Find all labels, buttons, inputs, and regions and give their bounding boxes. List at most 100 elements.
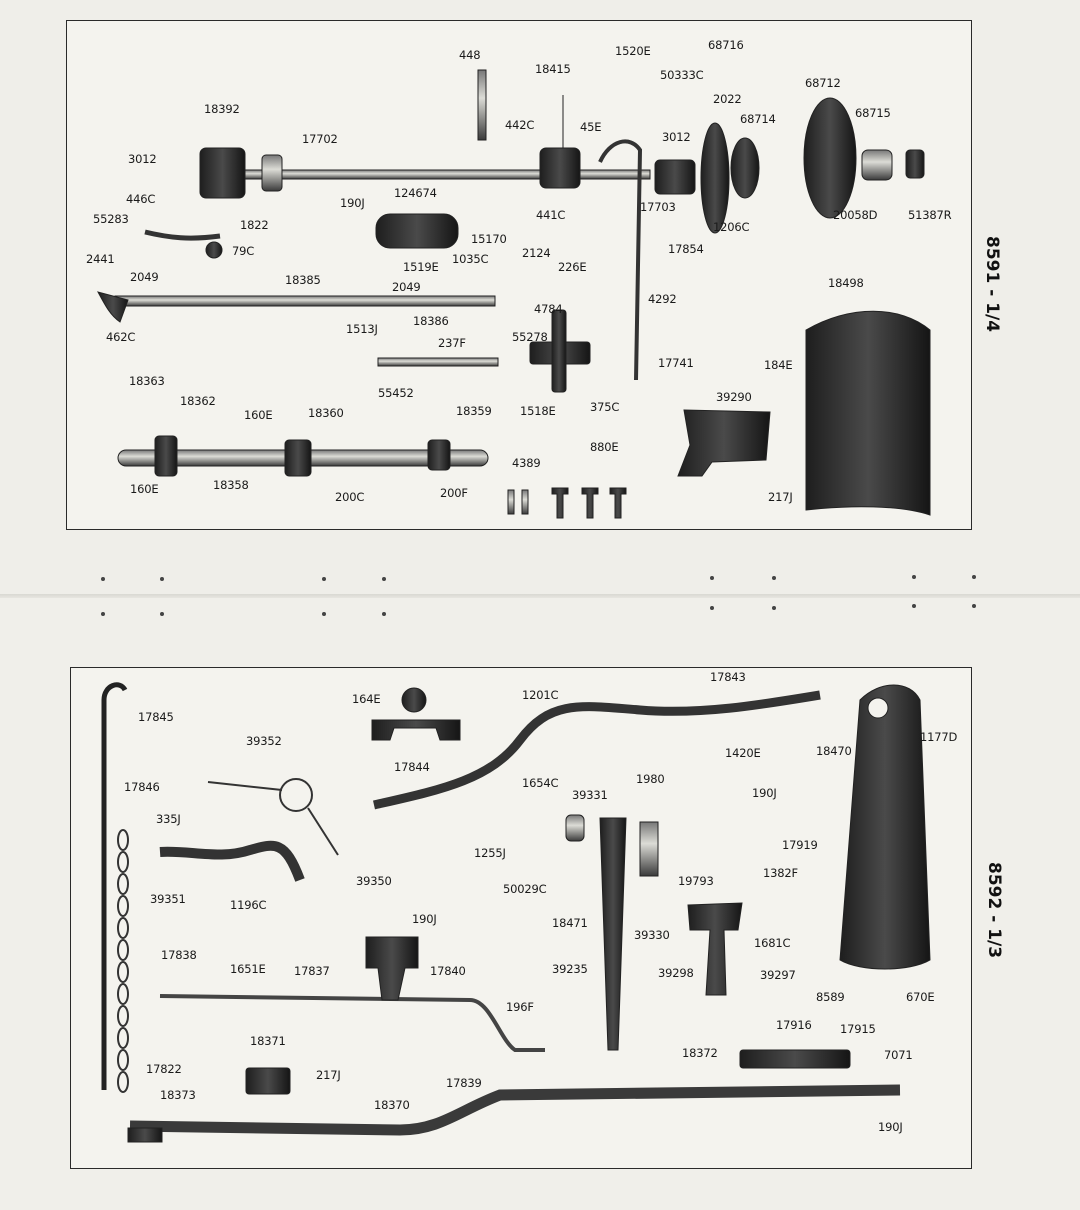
part-label: 17741: [658, 356, 694, 370]
part-label: 200F: [440, 486, 468, 500]
part-label: 68715: [855, 106, 891, 120]
part-label: 68716: [708, 38, 744, 52]
part-label: 160E: [130, 482, 159, 496]
part-label: 200C: [335, 490, 365, 504]
part-label: 39235: [552, 962, 588, 976]
part-label: 18385: [285, 273, 321, 287]
pulley-20058D: [803, 97, 857, 219]
part-label: 19793: [678, 874, 714, 888]
cover-124674: [375, 213, 459, 249]
part-label: 1520E: [615, 44, 651, 58]
part-label: 18358: [213, 478, 249, 492]
part-label: 462C: [106, 330, 136, 344]
part-label: 1255J: [474, 846, 506, 860]
part-label: 1382F: [763, 866, 798, 880]
part-label: 1201C: [522, 688, 559, 702]
part-label: 39350: [356, 874, 392, 888]
part-label: 17703: [640, 200, 676, 214]
punch-hole: [912, 575, 916, 579]
part-label: 39297: [760, 968, 796, 982]
part-label: 1654C: [522, 776, 559, 790]
part-label: 17702: [302, 132, 338, 146]
part-label: 335J: [156, 812, 181, 826]
part-label: 2022: [713, 92, 742, 106]
part-label: 20058D: [833, 208, 878, 222]
part-label: 217J: [768, 490, 793, 504]
pulley-1206C: [700, 122, 730, 234]
part-label: 17822: [146, 1062, 182, 1076]
part-label: 55283: [93, 212, 129, 226]
punch-hole: [912, 604, 916, 608]
part-label: 18471: [552, 916, 588, 930]
punch-hole: [160, 612, 164, 616]
part-label: 1822: [240, 218, 269, 232]
part-label: 18372: [682, 1046, 718, 1060]
part-label: 1651E: [230, 962, 266, 976]
part-label: 1035C: [452, 252, 489, 266]
bushing-68715: [861, 149, 893, 181]
part-label: 160E: [244, 408, 273, 422]
part-label: 190J: [340, 196, 365, 210]
part-label: 68712: [805, 76, 841, 90]
part-label: 4784: [534, 302, 563, 316]
part-label: 17843: [710, 670, 746, 684]
spring-39352: [279, 778, 313, 812]
part-label: 2441: [86, 252, 115, 266]
bar-18370: [129, 1084, 901, 1136]
part-label: 17844: [394, 760, 430, 774]
punch-hole: [160, 577, 164, 581]
lever-39350: [159, 840, 305, 882]
part-label: 670E: [906, 990, 935, 1004]
part-label: 17838: [161, 948, 197, 962]
part-label: 17839: [446, 1076, 482, 1090]
pin-448: [477, 69, 487, 141]
nut-51387R: [905, 149, 925, 179]
part-label: 237F: [438, 336, 466, 350]
part-label: 442C: [505, 118, 535, 132]
punch-hole: [972, 604, 976, 608]
part-label: 2049: [130, 270, 159, 284]
bracket-18470: [839, 684, 931, 970]
part-label: 7071: [884, 1048, 913, 1062]
punch-hole: [101, 577, 105, 581]
part-label: 15170: [471, 232, 507, 246]
part-label: 17915: [840, 1022, 876, 1036]
punch-hole: [382, 577, 386, 581]
lever-17843: [373, 690, 821, 810]
part-label: 448: [459, 48, 481, 62]
part-label: 184E: [764, 358, 793, 372]
punch-hole: [772, 606, 776, 610]
punch-hole: [710, 606, 714, 610]
part-label: 880E: [590, 440, 619, 454]
part-label: 1196C: [230, 898, 267, 912]
part-label: 3012: [662, 130, 691, 144]
part-label: 2049: [392, 280, 421, 294]
parts-plate-bottom: [70, 667, 972, 1169]
rod-17845: [101, 682, 128, 1090]
part-label: 18498: [828, 276, 864, 290]
part-label: 18392: [204, 102, 240, 116]
part-label: 39290: [716, 390, 752, 404]
part-label: 18359: [456, 404, 492, 418]
part-label: 17916: [776, 1018, 812, 1032]
part-label: 55278: [512, 330, 548, 344]
part-label: 446C: [126, 192, 156, 206]
part-label: 8589: [816, 990, 845, 1004]
punch-hole: [772, 576, 776, 580]
punch-hole: [322, 612, 326, 616]
stud-55452: [377, 357, 499, 367]
part-label: 190J: [412, 912, 437, 926]
bushing-18392: [199, 147, 246, 199]
part-label: 45E: [580, 120, 602, 134]
part-label: 3012: [128, 152, 157, 166]
part-label: 18360: [308, 406, 344, 420]
worm-gear-18415: [539, 147, 581, 189]
part-label: 1518E: [520, 404, 556, 418]
bracket-164E: [371, 719, 461, 741]
bar-18372: [739, 1049, 851, 1069]
part-label: 17837: [294, 964, 330, 978]
belt-guard-18498: [805, 310, 931, 516]
part-label: 39330: [634, 928, 670, 942]
arm-39235: [599, 817, 627, 1051]
part-label: 375C: [590, 400, 620, 414]
